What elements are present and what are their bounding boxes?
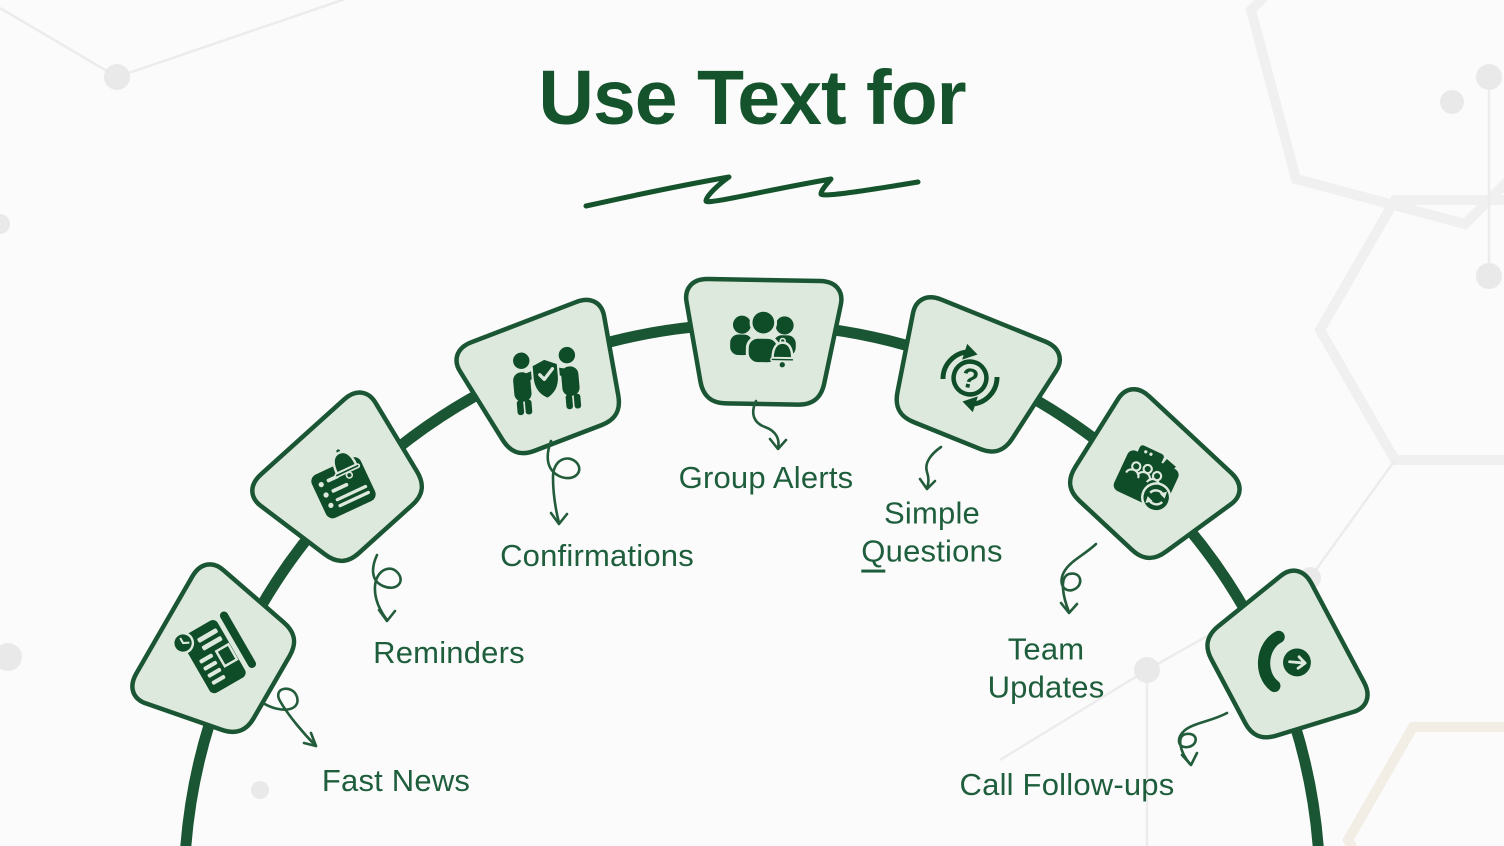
people-group-bell-icon xyxy=(730,308,796,368)
arrow-reminders xyxy=(371,553,402,623)
arrow-group-alerts xyxy=(752,399,788,451)
badge-team-updates xyxy=(1049,382,1247,579)
underlined-q: Q xyxy=(861,534,886,573)
team-folder-sync-icon xyxy=(1113,445,1179,513)
label-fast-news: Fast News xyxy=(321,762,471,798)
label-team-updates: Team Updates xyxy=(988,631,1105,708)
badge-simple-questions: ? xyxy=(875,291,1065,464)
questions-rest: uestions xyxy=(885,534,1003,569)
arrow-simple-questions xyxy=(918,445,943,491)
question-mark-refresh-icon: ? xyxy=(940,343,1000,413)
arrow-team-updates xyxy=(1059,542,1098,615)
badge-fast-news xyxy=(125,558,310,754)
phone-arrow-icon xyxy=(1257,630,1311,693)
label-line-team: Team xyxy=(1007,631,1085,667)
label-line-questions: Questions xyxy=(861,533,1003,573)
page-title: Use Text for xyxy=(538,55,966,141)
arrow-call-follow-ups xyxy=(1177,711,1229,767)
title-squiggle-underline xyxy=(583,174,921,209)
arrow-confirmations xyxy=(546,439,581,526)
badge-reminders xyxy=(245,385,443,581)
badge-confirmations xyxy=(451,294,640,465)
label-reminders: Reminders xyxy=(373,634,525,670)
arrow-fast-news xyxy=(261,687,318,748)
label-call-follow-ups: Call Follow-ups xyxy=(959,766,1175,802)
hexagon-outlines xyxy=(1245,0,1504,846)
newspaper-clock-icon xyxy=(171,611,257,694)
badge-call-follow-ups xyxy=(1192,564,1374,759)
checklist-bell-icon xyxy=(311,447,376,519)
label-simple-questions: Simple Questions xyxy=(861,495,1003,573)
label-group-alerts: Group Alerts xyxy=(678,459,854,495)
handshake-shield-check-icon xyxy=(513,346,582,416)
label-line-updates: Updates xyxy=(987,670,1105,705)
question-mark-glyph: ? xyxy=(958,361,981,395)
badge-group-alerts xyxy=(684,279,841,406)
label-line-simple: Simple xyxy=(884,495,980,531)
label-confirmations: Confirmations xyxy=(500,537,694,573)
